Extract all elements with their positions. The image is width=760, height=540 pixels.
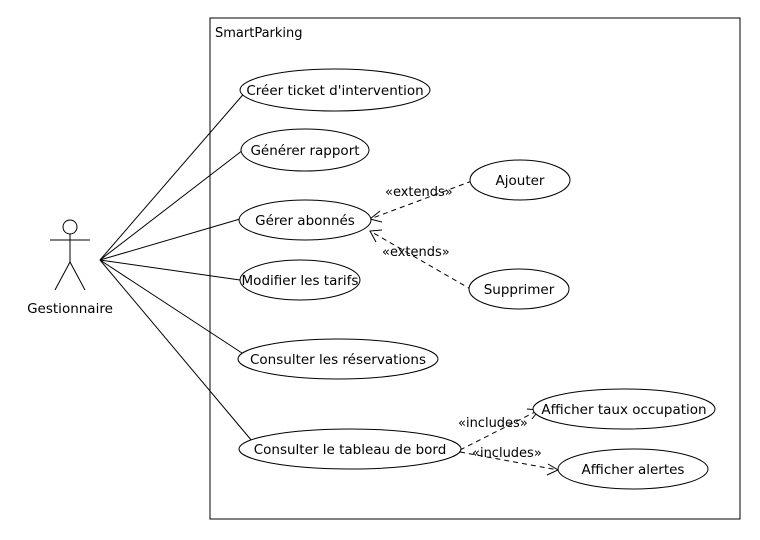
use-case-supprimer-ellipse (468, 268, 570, 310)
use-case-ajouter-label: Ajouter (496, 173, 545, 189)
use-case-consulter-tableau-label: Consulter le tableau de bord (254, 442, 447, 458)
actor-gestionnaire[interactable]: Gestionnaire (27, 219, 113, 317)
use-case-modifier-tarifs-label: Modifier les tarifs (242, 273, 359, 289)
use-case-modifier-tarifs-ellipse (239, 259, 361, 301)
extends-arrowhead-supprimer (369, 229, 383, 243)
extends-label-ajouter: «extends» (385, 185, 453, 200)
use-case-gerer-abonnes-label: Gérer abonnés (255, 213, 355, 229)
use-case-afficher-alertes-label: Afficher alertes (582, 462, 685, 478)
use-case-ajouter[interactable]: Ajouter (469, 159, 571, 201)
use-case-creer-ticket-label: Créer ticket d'intervention (246, 83, 423, 99)
includes-label-alertes: «includes» (472, 446, 542, 461)
association-gerer-abonnes (99, 218, 241, 261)
actor-label: Gestionnaire (27, 301, 113, 317)
association-creer-ticket (99, 89, 248, 261)
use-case-consulter-reservations-ellipse (237, 338, 439, 380)
actor-head (62, 219, 78, 235)
use-case-creer-ticket[interactable]: Créer ticket d'intervention (239, 68, 431, 112)
use-case-generer-rapport-label: Générer rapport (250, 143, 359, 159)
use-case-gerer-abonnes[interactable]: Gérer abonnés (238, 199, 372, 241)
actor-left-leg (54, 261, 71, 291)
actor-right-leg (69, 261, 86, 291)
use-case-consulter-reservations-label: Consulter les réservations (250, 352, 426, 368)
use-case-afficher-alertes[interactable]: Afficher alertes (557, 448, 709, 490)
use-case-consulter-reservations[interactable]: Consulter les réservations (237, 338, 439, 380)
use-case-supprimer[interactable]: Supprimer (468, 268, 570, 310)
extends-line-supprimer (369, 230, 473, 291)
use-case-consulter-tableau[interactable]: Consulter le tableau de bord (238, 428, 462, 470)
use-case-ajouter-ellipse (469, 159, 571, 201)
use-case-afficher-taux-label: Afficher taux occupation (541, 402, 706, 418)
includes-label-taux: «includes» (458, 416, 528, 431)
use-case-modifier-tarifs[interactable]: Modifier les tarifs (239, 259, 361, 301)
includes-line-alertes (459, 451, 559, 471)
use-case-creer-ticket-ellipse (239, 68, 431, 112)
use-case-afficher-alertes-ellipse (557, 448, 709, 490)
use-case-generer-rapport[interactable]: Générer rapport (240, 128, 370, 172)
association-consulter-tableau (99, 259, 253, 442)
use-case-supprimer-label: Supprimer (484, 282, 555, 298)
association-generer-rapport (99, 149, 244, 261)
includes-line-taux (459, 409, 540, 451)
extends-label-supprimer: «extends» (382, 245, 450, 260)
use-case-consulter-tableau-ellipse (238, 428, 462, 470)
use-case-afficher-taux[interactable]: Afficher taux occupation (532, 388, 716, 430)
system-name: SmartParking (215, 26, 303, 41)
use-case-generer-rapport-ellipse (240, 128, 370, 172)
association-modifier-tarifs (99, 259, 241, 281)
extends-line-ajouter (369, 180, 473, 220)
association-consulter-reservations (99, 259, 246, 356)
includes-arrowhead-alertes (546, 463, 560, 476)
system-boundary (209, 17, 741, 520)
use-case-afficher-taux-ellipse (532, 388, 716, 430)
use-case-gerer-abonnes-ellipse (238, 199, 372, 241)
